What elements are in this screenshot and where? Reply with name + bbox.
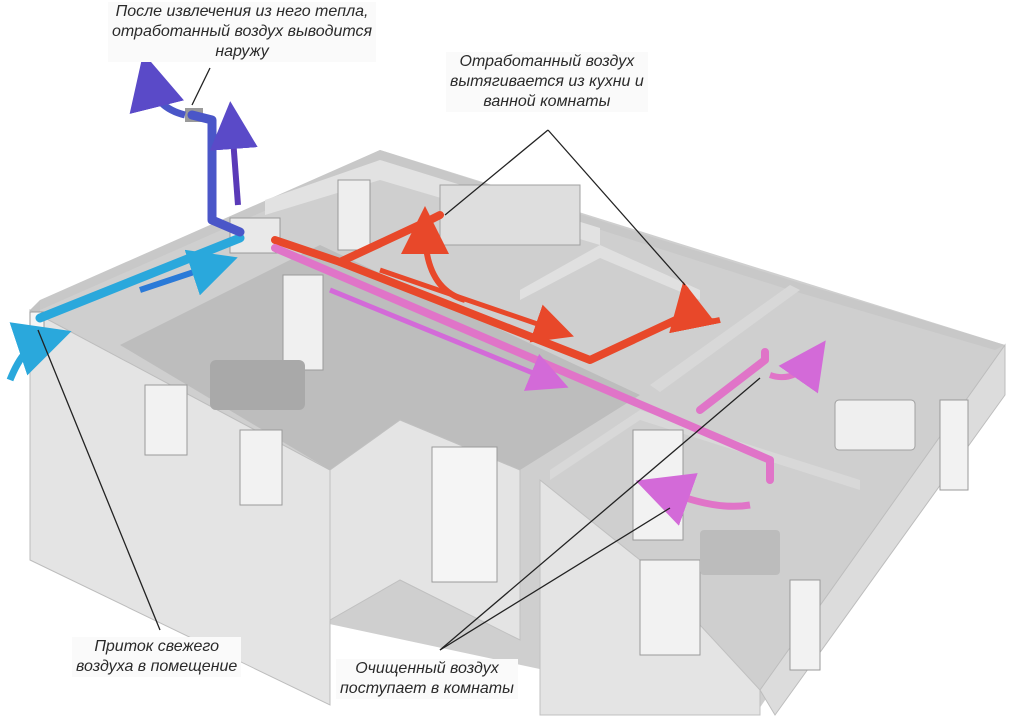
living-door: [282, 274, 324, 371]
outgoing-air-arrow: [129, 52, 186, 119]
caption-fresh-intake: Приток свежего воздуха в помещение: [72, 637, 242, 677]
caption-line: ванной комнаты: [483, 93, 611, 110]
caption-line: поступает в комнаты: [340, 680, 514, 697]
leader-supply-2: [439, 377, 761, 651]
hall-door: [632, 429, 684, 541]
caption-supply-rooms: Очищенный воздух поступает в комнаты: [336, 659, 518, 699]
outgoing-air-up-arrow: [209, 101, 258, 206]
supply-hall-arrow: [635, 473, 751, 526]
leader-outside: [191, 67, 211, 106]
window-left-2: [239, 429, 283, 506]
caption-line: наружу: [215, 43, 269, 60]
caption-line: Очищенный воздух: [355, 660, 499, 677]
caption-line: Приток свежего: [94, 638, 219, 655]
back-door: [337, 179, 371, 251]
caption-exhaust-rooms: Отработанный воздух вытягивается из кухн…: [446, 52, 648, 112]
kitchen-cabinets: [439, 184, 581, 246]
bed-lower: [700, 530, 780, 575]
supply-flow-arrow: [329, 287, 569, 391]
caption-line: Отработанный воздух: [459, 53, 635, 70]
living-room-floor: [120, 245, 640, 470]
leader-bathroom: [547, 129, 686, 286]
outgoing-air-duct: [187, 110, 245, 237]
front-door: [431, 446, 498, 583]
leader-supply-1: [439, 507, 671, 651]
fresh-air-arrow: [6, 322, 72, 382]
leader-intake: [37, 329, 161, 631]
caption-line: воздуха в помещение: [76, 658, 238, 675]
caption-exhaust-outside: После извлечения из него тепла, отработа…: [108, 2, 377, 62]
supply-duct: [271, 244, 774, 484]
caption-line: вытягивается из кухни и: [450, 73, 644, 90]
sofa: [210, 360, 305, 410]
caption-line: отработанный воздух выводится: [112, 23, 373, 40]
window-right-side: [789, 579, 821, 671]
bed: [834, 399, 916, 451]
exhaust-flow-arrow: [379, 267, 574, 343]
window-left-1: [144, 384, 188, 456]
window-front-right: [639, 559, 701, 656]
bedroom-divider: [650, 285, 800, 392]
window-bedroom: [939, 399, 969, 491]
supply-bedroom-arrow: [769, 340, 826, 394]
fresh-air-inner-arrow: [139, 249, 238, 296]
front-left-wall: [29, 309, 331, 706]
caption-line: После извлечения из него тепла,: [115, 3, 369, 20]
leader-kitchen: [444, 129, 549, 216]
bathroom-wall: [520, 245, 700, 300]
exhaust-bathroom-arrow: [669, 281, 721, 334]
supply-duct-bedroom: [696, 348, 769, 414]
